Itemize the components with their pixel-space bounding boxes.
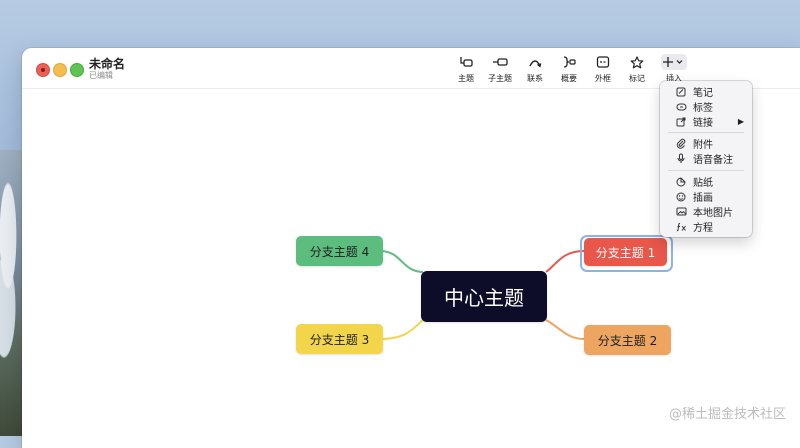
plus-icon	[661, 54, 687, 70]
toolbar-summary-button[interactable]: 概要	[552, 54, 586, 84]
menu-item-illustration-label: 插画	[693, 193, 713, 204]
equation-icon	[675, 221, 687, 233]
subtopic-icon	[487, 54, 513, 70]
selection-outline	[580, 235, 673, 272]
illustration-icon	[675, 191, 687, 203]
menu-item-equation[interactable]: 方程	[660, 219, 752, 234]
link-icon	[675, 116, 687, 128]
menu-item-note-label: 笔记	[693, 88, 713, 99]
star-icon	[624, 54, 650, 70]
toolbar-insert-button[interactable]: 插入	[657, 54, 691, 84]
submenu-arrow-icon: ▶	[737, 117, 744, 126]
toolbar-insert-label: 插入	[666, 74, 682, 83]
summary-icon	[556, 54, 582, 70]
topic-icon	[453, 54, 479, 70]
toolbar-marker-label: 标记	[629, 74, 645, 83]
document-title[interactable]: 未命名	[89, 57, 126, 71]
toolbar-summary-label: 概要	[561, 74, 577, 83]
toolbar-topic-label: 主题	[458, 74, 474, 83]
toolbar-relation-button[interactable]: 联系	[518, 54, 552, 84]
branch-topic-node-3[interactable]: 分支主题 3	[296, 324, 383, 354]
connector-branch-2	[545, 319, 585, 340]
branch-connectors	[379, 250, 585, 340]
menu-item-tag-label: 标签	[693, 103, 713, 114]
menu-item-link-label: 链接	[693, 118, 713, 129]
minimize-window-button[interactable]	[53, 63, 67, 77]
center-topic-node[interactable]: 中心主题	[421, 271, 547, 322]
menu-separator	[668, 132, 744, 133]
toolbar-marker-button[interactable]: 标记	[620, 54, 654, 84]
image-icon	[675, 206, 687, 218]
menu-item-sticker-label: 贴纸	[693, 178, 713, 189]
tag-icon	[675, 101, 687, 113]
menu-item-illustration[interactable]: 插画	[660, 189, 752, 204]
toolbar-boundary-button[interactable]: 外框	[586, 54, 620, 84]
sticker-icon	[675, 176, 687, 188]
close-window-button[interactable]	[36, 63, 50, 77]
relation-icon	[522, 54, 548, 70]
menu-item-note[interactable]: 笔记	[660, 84, 752, 99]
watermark-text: @稀土掘金技术社区	[668, 407, 786, 422]
microphone-icon	[675, 153, 687, 165]
branch-topic-node-1[interactable]: 分支主题 1	[584, 238, 667, 266]
menu-separator	[668, 170, 744, 171]
connector-branch-4	[379, 250, 424, 273]
toolbar-subtopic-label: 子主题	[488, 74, 512, 83]
menu-item-local-image[interactable]: 本地图片	[660, 204, 752, 219]
toolbar-topic-button[interactable]: 主题	[449, 54, 483, 84]
toolbar-boundary-label: 外框	[595, 74, 611, 83]
paperclip-icon	[675, 138, 687, 150]
menu-item-attachment-label: 附件	[693, 140, 713, 151]
branch-topic-node-4[interactable]: 分支主题 4	[296, 236, 383, 266]
toolbar-relation-label: 联系	[527, 74, 543, 83]
connector-branch-3	[379, 319, 424, 340]
connector-branch-1	[545, 250, 585, 273]
menu-item-attachment[interactable]: 附件	[660, 136, 752, 151]
document-status: 已编辑	[89, 71, 113, 80]
menu-item-voice-note-label: 语音备注	[693, 155, 733, 166]
boundary-icon	[590, 54, 616, 70]
menu-item-equation-label: 方程	[693, 223, 713, 234]
insert-menu: 笔记 标签 链接 ▶ 附件 语音备注 贴纸 插画 本地图片 方程	[660, 81, 752, 237]
menu-item-local-image-label: 本地图片	[693, 208, 733, 219]
branch-topic-node-2[interactable]: 分支主题 2	[584, 325, 671, 355]
menu-item-sticker[interactable]: 贴纸	[660, 174, 752, 189]
menu-item-link[interactable]: 链接 ▶	[660, 114, 752, 129]
menu-item-voice-note[interactable]: 语音备注	[660, 151, 752, 166]
menu-item-tag[interactable]: 标签	[660, 99, 752, 114]
zoom-window-button[interactable]	[70, 63, 84, 77]
note-icon	[675, 86, 687, 98]
toolbar-subtopic-button[interactable]: 子主题	[483, 54, 517, 84]
